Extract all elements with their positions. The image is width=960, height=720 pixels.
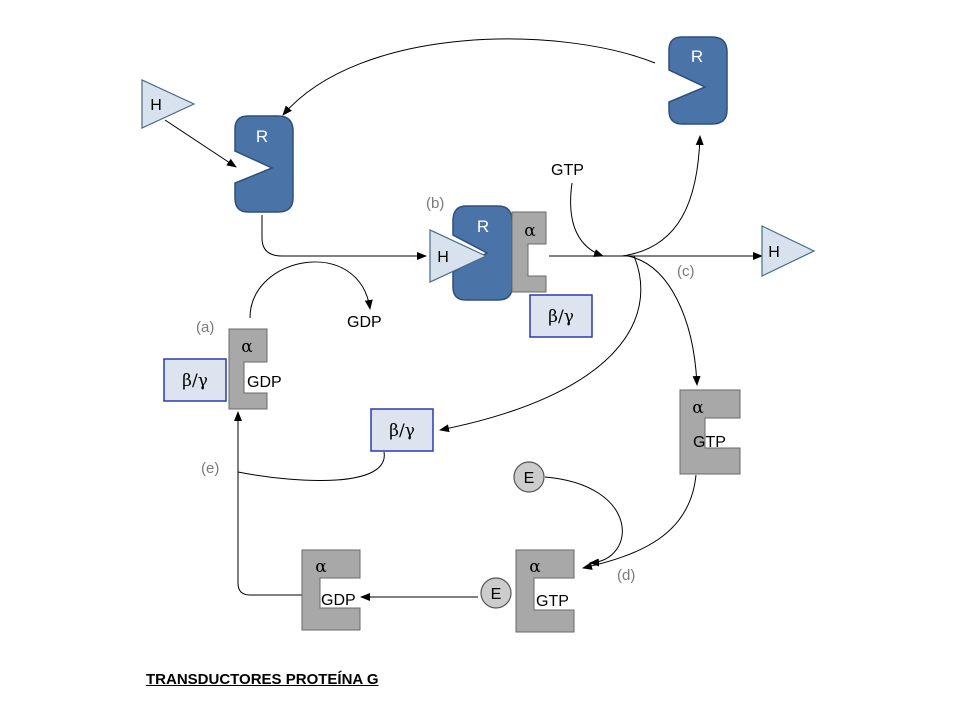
effector-circle-icon xyxy=(513,461,545,493)
g-alpha-active: α GTP xyxy=(679,389,741,475)
hormone-label: H xyxy=(768,244,780,261)
alpha-label: α xyxy=(529,557,541,577)
receptor-label: R xyxy=(477,217,489,236)
diagram-caption: TRANSDUCTORES PROTEÍNA G xyxy=(146,671,379,688)
betagamma-label: β/γ xyxy=(182,371,208,391)
g-alpha-subunit xyxy=(301,549,361,631)
step-e-label: (e) xyxy=(201,460,219,477)
hormone-label: H xyxy=(150,97,162,114)
arrow-to-alpha-gtp xyxy=(627,255,701,386)
beta-gamma-box xyxy=(370,408,434,452)
effector-free: E xyxy=(513,461,545,493)
g-alpha-subunit xyxy=(515,549,575,633)
receptor-label: R xyxy=(256,127,268,146)
gdp-label: GDP xyxy=(247,374,282,391)
hormone-triangle-icon xyxy=(141,79,196,129)
receptor-label: R xyxy=(691,47,703,66)
arrow-effector-binds xyxy=(544,476,623,567)
arrow-receptor-to-complex xyxy=(261,215,427,260)
receptor-shape xyxy=(668,36,728,125)
effector-circle-icon xyxy=(480,577,512,609)
step-b-label: (b) xyxy=(426,195,444,212)
arrow-hormone-binds-receptor xyxy=(164,119,237,168)
arrow-to-free-receptor xyxy=(621,135,704,257)
hormone-triangle-icon xyxy=(761,225,816,277)
betagamma-label: β/γ xyxy=(548,307,574,327)
arrow-gdp-release xyxy=(249,261,373,319)
beta-gamma-free: β/γ xyxy=(370,408,434,452)
arrow-gtp-enters xyxy=(570,182,604,257)
g-alpha-subunit xyxy=(228,328,268,410)
step-a-label: (a) xyxy=(196,319,214,336)
arrow-alpha-gdp-returns xyxy=(234,411,302,596)
receptor-free: R xyxy=(668,36,728,125)
gdp-label: GDP xyxy=(347,314,382,331)
gtp-label: GTP xyxy=(693,434,726,451)
alpha-label: α xyxy=(315,557,327,577)
receptor-unbound: R xyxy=(234,115,294,213)
hormone-released: H xyxy=(761,225,816,277)
g-alpha-inactive: α GDP xyxy=(301,549,361,631)
beta-gamma-box xyxy=(529,294,593,338)
arrow-to-betagamma xyxy=(439,255,642,433)
arrow-receptor-recycle xyxy=(282,38,656,116)
step-c-label: (c) xyxy=(677,263,695,280)
effector-label: E xyxy=(491,586,502,603)
alpha-label: α xyxy=(692,398,704,418)
flow-arrows xyxy=(164,38,763,601)
receptor-shape xyxy=(452,205,513,301)
alpha-label: α xyxy=(241,337,253,357)
betagamma-label: β/γ xyxy=(389,421,415,441)
g-alpha-subunit xyxy=(679,389,741,475)
hormone-free-left: H xyxy=(141,79,196,129)
alpha-label: α xyxy=(524,221,536,241)
gtp-label: GTP xyxy=(536,593,569,610)
receptor-hormone-complex: R H α β/γ xyxy=(429,205,593,338)
hormone-label: H xyxy=(437,249,449,266)
arrow-alpha-gtp-to-effector xyxy=(582,474,697,570)
receptor-shape xyxy=(234,115,294,213)
g-alpha-subunit xyxy=(511,211,547,293)
gdp-label: GDP xyxy=(321,592,356,609)
beta-gamma-box xyxy=(163,358,227,402)
step-d-label: (d) xyxy=(617,567,635,584)
g-alpha-effector-complex: α GTP E xyxy=(480,549,575,633)
effector-label: E xyxy=(524,470,535,487)
arrow-betagamma-returns xyxy=(237,451,385,482)
gtp-label: GTP xyxy=(551,162,584,179)
hormone-triangle-icon xyxy=(429,229,488,283)
g-protein-inactive: β/γ α GDP xyxy=(163,328,282,410)
